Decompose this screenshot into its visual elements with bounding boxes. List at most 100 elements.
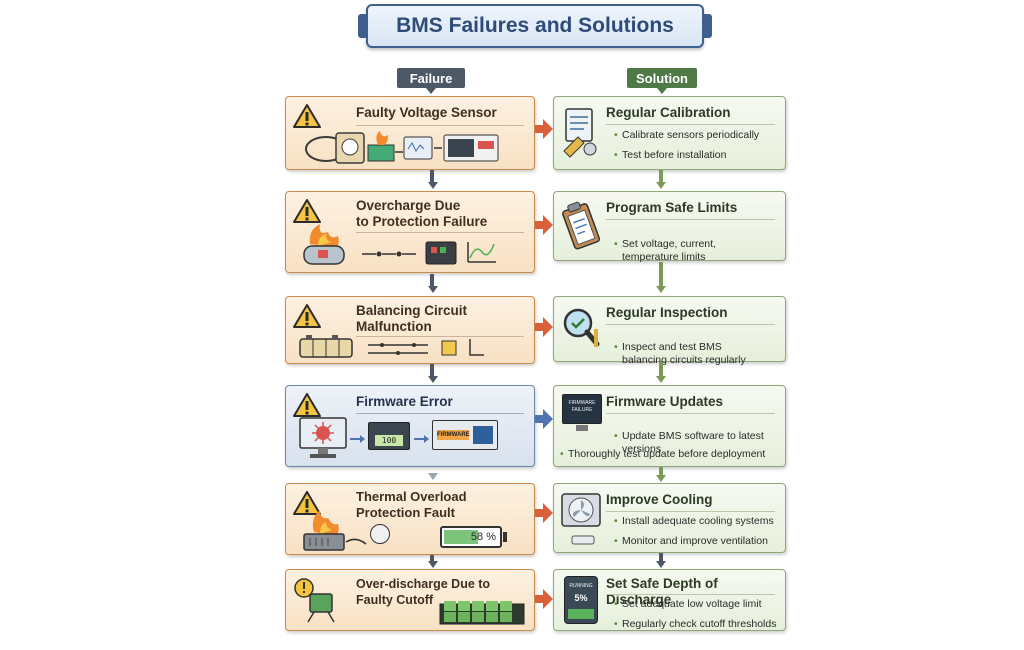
voltage-sensor-icon [305,131,499,164]
gauge-fill [568,609,594,619]
gauge-label: RUNNING [569,583,593,589]
bullet-item: Monitor and improve ventilation [614,535,779,548]
solution-bullets: Set adequate low voltage limit Regularly… [614,598,779,631]
title-divider [356,336,524,337]
solution-bullets: Thoroughly test update before deployment [560,448,779,468]
overheating-icon [303,510,367,551]
title-divider [356,125,524,126]
failure-title: Thermal Overload Protection Fault [356,489,467,520]
battery-cells-icon [439,601,525,625]
solution-card-inspection: Regular Inspection Inspect and test BMS … [553,296,786,366]
failure-title: Balancing Circuit Malfunction [356,303,468,334]
arrow-right-icon [535,589,553,609]
failure-header-arrow [426,88,436,94]
bullet-item: Set voltage, current, temperature limits [614,238,779,264]
solution-bullets: Set voltage, current, temperature limits [614,225,779,284]
title-divider [356,413,524,414]
title-banner: BMS Failures and Solutions [358,4,712,48]
monitor-update-icon: FIRMWARE FAILURE [562,394,602,424]
warning-icon [293,304,321,328]
battery-cells-icon [299,335,484,358]
arrow-right-icon [535,409,553,429]
arrow-down-icon [656,170,666,195]
fan-icon [561,493,601,545]
title-divider [606,413,775,414]
arrow-down-icon [428,364,438,389]
arrow-right-icon [350,435,365,443]
arrow-down-icon [656,553,666,574]
warning-icon [293,491,321,515]
arrow-down-icon [656,362,666,389]
solution-title: Improve Cooling [606,492,713,507]
battery-gauge-icon: RUNNING 5% [564,576,598,624]
title-divider [606,594,775,595]
arrow-down-icon [428,170,438,195]
solution-title: Program Safe Limits [606,200,738,215]
solution-bullets: Install adequate cooling systems Monitor… [614,515,779,555]
calibration-icon [563,108,597,158]
solution-card-depth-of-discharge: RUNNING 5% Set Safe Depth of Discharge S… [553,569,786,631]
warning-icon [293,199,321,223]
failure-title: Over-discharge Due to Faulty Cutoff [356,577,491,607]
failure-title: Overcharge Due to Protection Failure [356,198,488,229]
bullet-item: Thoroughly test update before deployment [560,448,779,461]
title-divider [356,232,524,233]
burning-battery-icon [303,224,496,265]
bullet-item: Regularly check cutoff thresholds [614,618,779,631]
failure-card-balancing: Balancing Circuit Malfunction [285,296,535,364]
arrow-right-icon [535,215,553,235]
arrow-right-icon [535,119,553,139]
battery-level-icon: 58 % [440,526,502,548]
firmware-chip-label: FIRMWARE [437,430,470,440]
failure-column-header: Failure [397,68,465,88]
solution-card-calibration: Regular Calibration Calibrate sensors pe… [553,96,786,170]
solution-card-safe-limits: Program Safe Limits Set voltage, current… [553,191,786,263]
failure-card-overcharge: Overcharge Due to Protection Failure [285,191,535,273]
failure-card-voltage-sensor: Faulty Voltage Sensor [285,96,535,170]
arrow-down-icon [656,467,666,488]
bullet-item: Inspect and test BMS balancing circuits … [614,341,779,367]
bullet-item: Calibrate sensors periodically [614,129,779,142]
failure-title: Faulty Voltage Sensor [356,105,497,120]
solution-bullets: Calibrate sensors periodically Test befo… [614,129,779,169]
title-divider [606,511,775,512]
arrow-right-icon [414,435,429,443]
solution-title: Regular Calibration [606,105,731,120]
arrow-right-icon [535,317,553,337]
failure-title: Firmware Error [356,394,453,409]
monitor-stand [576,425,588,431]
bullet-item: Test before installation [614,149,779,162]
bullet-item: Install adequate cooling systems [614,515,779,528]
solution-bullets: Inspect and test BMS balancing circuits … [614,328,779,387]
monitor-error-icon [299,417,347,458]
warning-icon [293,393,321,417]
solution-header-arrow [657,88,667,94]
gauge-value: 5% [574,593,588,603]
screen-label: FIRMWARE FAILURE [568,400,596,413]
firmware-device: FIRMWARE [432,420,498,450]
arrow-down-icon [428,274,438,299]
clipboard-icon [562,201,601,250]
failure-card-thermal-overload: Thermal Overload Protection Fault 58 % [285,483,535,555]
failure-card-over-discharge: Over-discharge Due to Faulty Cutoff [285,569,535,631]
battery-level-label: 58 % [470,531,496,543]
counter-device: 100 [368,422,410,450]
arrow-down-icon [656,262,666,299]
title-divider [606,324,775,325]
counter-display: 100 [375,435,403,446]
solution-column-header: Solution [627,68,697,88]
keypad-icon [473,426,493,444]
warning-icon [293,104,321,128]
title-divider [606,219,775,220]
magnifier-icon [563,308,600,347]
bullet-item: Set adequate low voltage limit [614,598,779,611]
arrow-right-icon [535,503,553,523]
solution-card-firmware-updates: FIRMWARE FAILURE Firmware Updates Update… [553,385,786,467]
failure-card-firmware: Firmware Error 100 FIRMWARE [285,385,535,467]
solution-card-cooling: Improve Cooling Install adequate cooling… [553,483,786,553]
title-divider [606,124,775,125]
battery-terminal [503,532,507,542]
battery-fill [444,530,478,544]
page-title: BMS Failures and Solutions [396,14,674,37]
arrow-down-icon [428,555,438,574]
